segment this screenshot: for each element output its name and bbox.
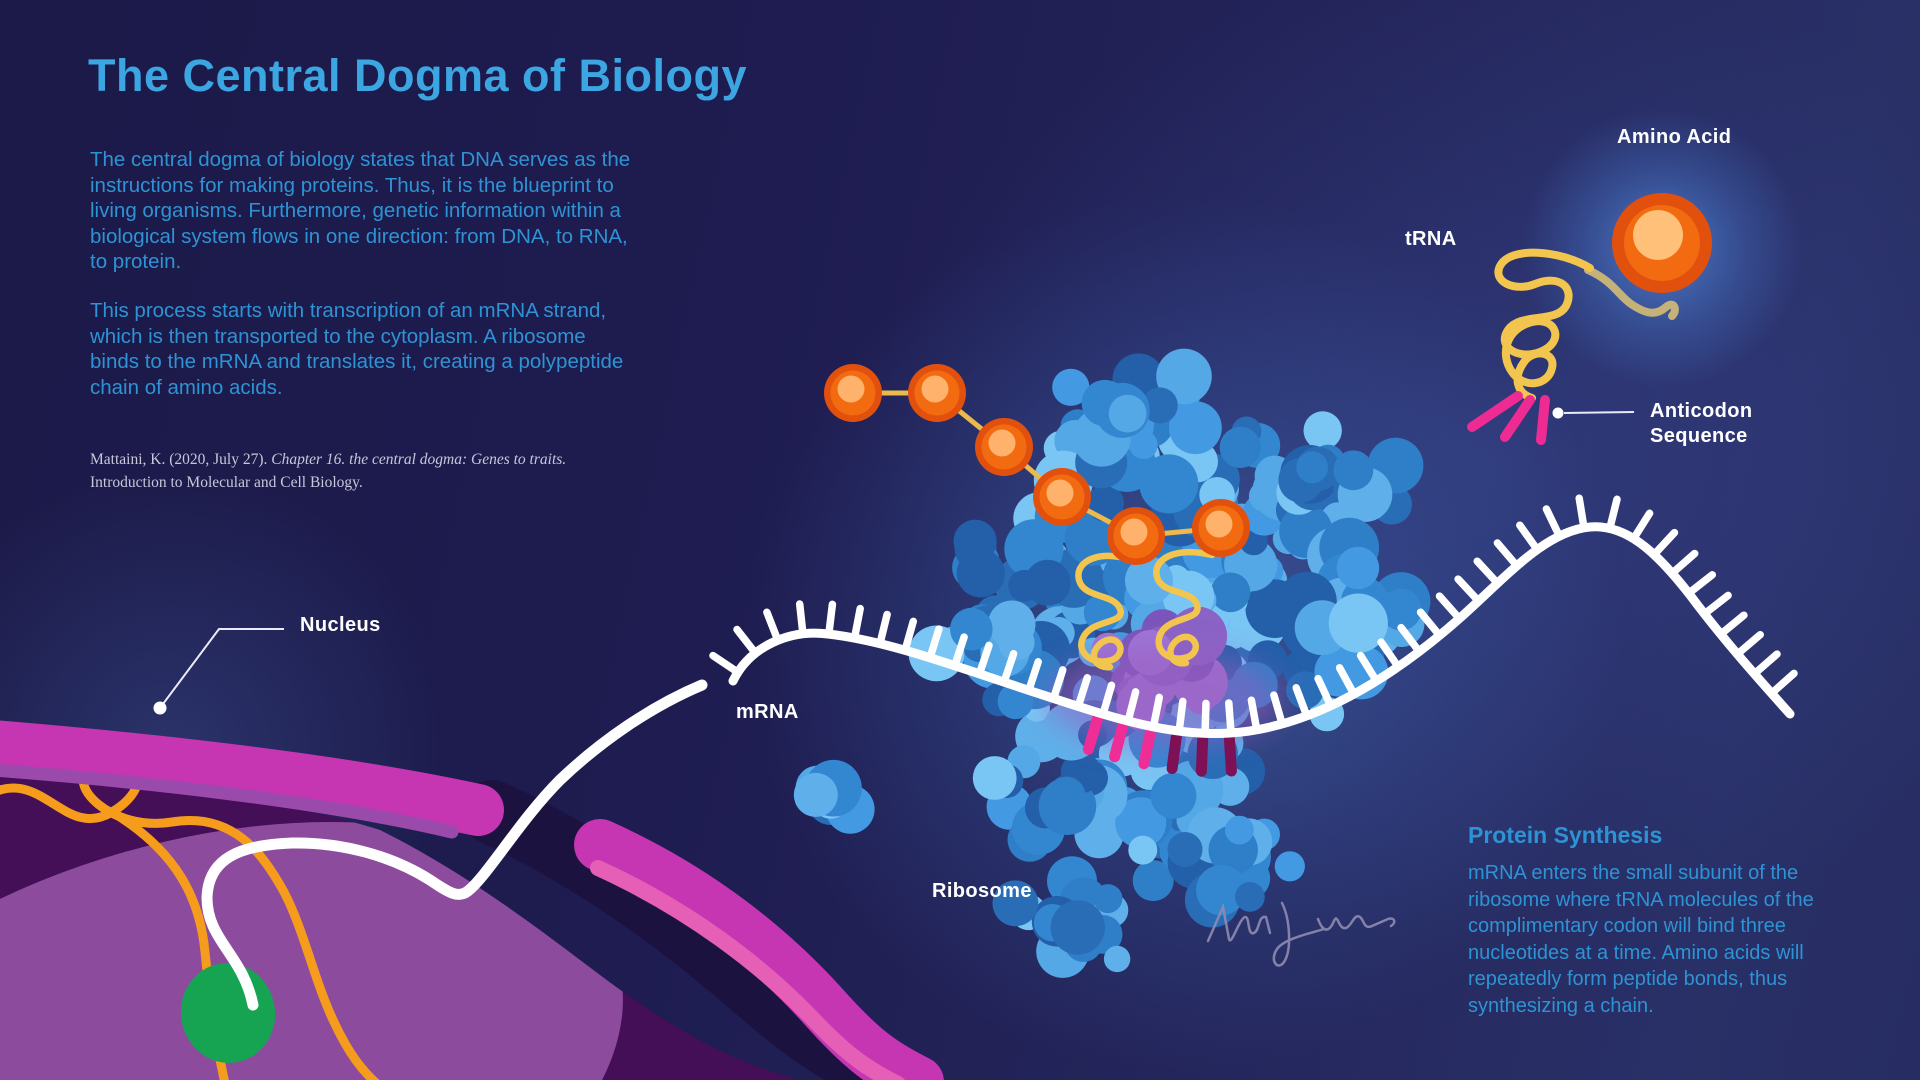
intro-paragraph: The central dogma of biology states that… [90,148,631,273]
citation-authors: Mattaini, K. (2020, July 27). [90,451,272,468]
amino-acid-ball [1612,193,1712,293]
nucleoplasm-inner [0,822,623,1080]
mrna-strand [728,522,1795,738]
protein-synthesis-heading: Protein Synthesis [1468,822,1663,848]
citation: Mattaini, K. (2020, July 27). Chapter 16… [90,448,650,494]
membrane-purple-stripe [0,764,459,839]
nuclear-membrane-right [574,819,944,1080]
nucleus-label: Nucleus [300,614,381,636]
ribosome-label: Ribosome [932,880,1032,902]
anticodon-legs [1467,391,1550,445]
nucleus-leader-line [153,628,284,715]
codon-nucleotides [1082,713,1237,777]
citation-line2: Introduction to Molecular and Cell Biolo… [90,474,363,491]
mrna-nucleotide-teeth [709,494,1798,735]
nuclear-membrane-left [0,720,504,836]
mrna-label: mRNA [736,701,799,723]
anticodon-sequence-label: Anticodon Sequence [1650,400,1753,447]
trna-body [1494,248,1594,402]
trna-in-ribosome [1075,548,1216,671]
citation-line1: Mattaini, K. (2020, July 27). Chapter 16… [90,448,650,471]
polypeptide-chain [824,364,1250,565]
page-title: The Central Dogma of Biology [88,50,748,101]
dna-strand [0,752,387,1080]
trna-label: tRNA [1405,228,1457,250]
amino-acid-label: Amino Acid [1617,126,1732,148]
trna-acceptor-strand [1584,266,1679,320]
process-paragraph: This process starts with transcription o… [90,299,624,399]
citation-title: Chapter 16. the central dogma: Genes to … [271,451,567,468]
membrane-pink-stripe [590,860,905,1080]
artist-signature [1206,901,1396,967]
nucleus-illustration [0,679,944,1080]
anticodon-leader-line [1552,407,1635,419]
nascent-mrna-strand [201,679,708,1011]
protein-synthesis-paragraph: mRNA enters the small subunit of the rib… [1468,862,1814,1017]
trna-free [1467,193,1712,445]
